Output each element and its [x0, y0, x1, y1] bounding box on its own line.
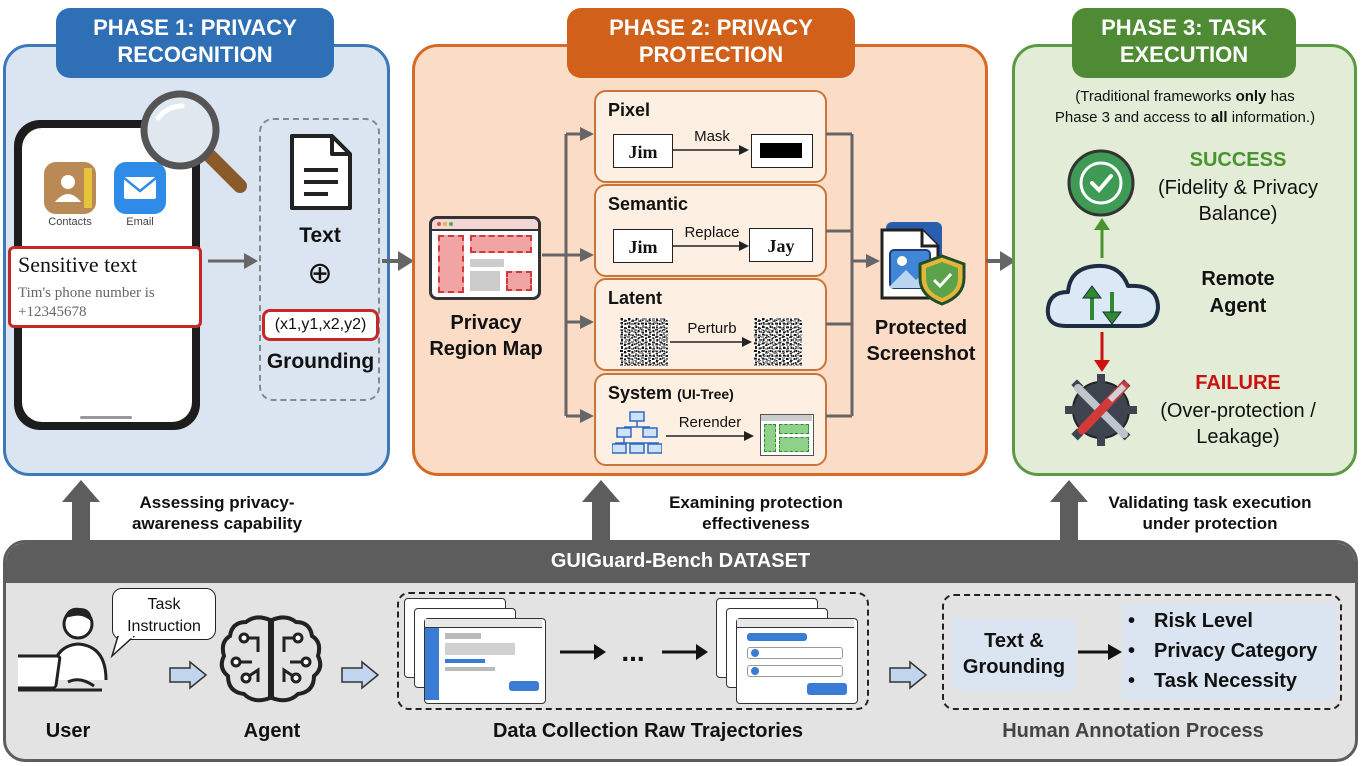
annotation-label: Human Annotation Process — [1002, 720, 1264, 742]
success-title: SUCCESS — [1189, 149, 1287, 171]
sensitive-title: Sensitive text — [18, 252, 138, 277]
pixel-action-arrow — [673, 145, 749, 155]
up-arrow-phase2 — [582, 480, 620, 546]
branch-connector-right — [826, 132, 880, 418]
annotation-item-risk-level: Risk Level — [1128, 606, 1336, 636]
annotation-item-task-necessity: Task Necessity — [1128, 666, 1336, 696]
phase1-tab: PHASE 1: PRIVACY RECOGNITION — [56, 8, 334, 78]
bubble-tail — [110, 636, 136, 658]
arrow-phone-to-grounding — [208, 253, 258, 269]
annotation-item-privacy-category: Privacy Category — [1128, 636, 1336, 666]
agent-label: Agent — [243, 720, 301, 742]
failure-tools-icon — [1065, 374, 1137, 446]
trajectory-stack-first — [404, 598, 554, 706]
up-arrow-phase1 — [62, 480, 100, 546]
success-desc: (Fidelity & Privacy Balance) — [1157, 177, 1319, 225]
failure-desc: (Over-protection / Leakage) — [1160, 400, 1316, 448]
system-action-arrow — [666, 431, 754, 441]
protected-screenshot-icon — [880, 222, 966, 306]
arrow-up-success — [1094, 218, 1110, 258]
arrow-agent-to-collection — [341, 660, 380, 690]
user-label: User — [45, 720, 91, 742]
arrow-stack-to-ellipsis — [560, 644, 606, 660]
arrow-ellipsis-to-stack — [662, 644, 708, 660]
contacts-app-label: Contacts — [48, 216, 92, 228]
traditional-frameworks-note: (Traditional frameworks only has Phase 3… — [1054, 88, 1316, 126]
failure-title: FAILURE — [1195, 372, 1281, 394]
dataset-title: GUIGuard-Bench DATASET — [550, 550, 811, 572]
method-semantic-name: Semantic — [608, 194, 689, 214]
arrow-phase1-to-phase2 — [382, 251, 414, 271]
user-at-laptop-icon — [18, 607, 108, 692]
semantic-action-label: Replace — [684, 224, 740, 241]
semantic-output-name: Jay — [749, 228, 813, 262]
method-pixel-name: Pixel — [608, 100, 651, 120]
phone-home-bar — [80, 416, 132, 419]
branch-connector-left — [542, 127, 594, 423]
phase2-tab: PHASE 2: PRIVACY PROTECTION — [567, 8, 855, 78]
magnifier-icon — [140, 90, 247, 193]
up-arrow-phase3 — [1050, 480, 1088, 546]
arrow-collection-to-annotation — [889, 660, 928, 690]
coords-box: (x1,y1,x2,y2) — [262, 309, 379, 341]
semantic-action-arrow — [673, 241, 749, 251]
annotation-items-box: Risk Level Privacy Category Task Necessi… — [1122, 604, 1336, 700]
remote-agent-label: Remote Agent — [1201, 268, 1275, 317]
protected-screenshot-label: Protected Screenshot — [866, 317, 976, 365]
phase3-tab: PHASE 3: TASK EXECUTION — [1072, 8, 1296, 78]
trajectory-stack-last — [716, 598, 866, 706]
task-instruction-bubble — [112, 588, 216, 640]
arrow-user-to-agent — [169, 660, 208, 690]
method-system-name: System (UI-Tree) — [608, 383, 734, 403]
system-action-label: Rerender — [678, 414, 742, 431]
pixel-masked-output — [751, 134, 813, 168]
email-app-label: Email — [126, 216, 154, 228]
caption-phase1: Assessing privacy- awareness capability — [131, 493, 303, 533]
arrow-down-failure — [1094, 332, 1110, 372]
plus-symbol: ⊕ — [307, 257, 333, 290]
annotation-box — [942, 594, 1342, 710]
cloud-sync-icon — [1045, 263, 1160, 328]
email-app-icon — [114, 162, 166, 214]
latent-action-label: Perturb — [687, 320, 737, 337]
sensitive-text-card — [8, 246, 202, 328]
success-check-icon — [1067, 149, 1135, 217]
semantic-input-name: Jim — [613, 229, 673, 263]
privacy-region-map-icon — [429, 216, 541, 300]
arrow-phase2-to-phase3 — [986, 251, 1016, 271]
method-latent-name: Latent — [608, 288, 662, 308]
pixel-action-label: Mask — [694, 128, 730, 145]
contacts-app-icon — [44, 162, 96, 214]
privacy-region-map-label: Privacy Region Map — [429, 312, 543, 360]
trajectory-ellipsis: ... — [621, 636, 645, 667]
data-collection-label: Data Collection Raw Trajectories — [492, 720, 804, 742]
dataset-header-bar — [6, 543, 1355, 583]
latent-action-arrow — [670, 337, 752, 347]
caption-phase3: Validating task execution under protecti… — [1108, 493, 1312, 533]
document-icon — [290, 134, 352, 210]
arrow-grounding-to-items — [1078, 644, 1122, 660]
grounding-label: Grounding — [266, 350, 375, 373]
sensitive-body: Tim's phone number is +12345678 — [18, 285, 155, 320]
method-system-suffix: (UI-Tree) — [677, 386, 734, 402]
text-label: Text — [299, 224, 341, 247]
latent-noise-output — [754, 318, 802, 366]
rerendered-ui-output — [760, 414, 814, 456]
pixel-input-name: Jim — [613, 134, 673, 168]
text-grounding-box — [259, 118, 380, 401]
text-grounding-annotation: Text & Grounding — [952, 618, 1076, 690]
latent-noise-input — [620, 318, 668, 366]
task-instruction-text: Task Instruction — [127, 596, 201, 635]
data-collection-box — [397, 592, 869, 710]
caption-phase2: Examining protection effectiveness — [669, 493, 843, 533]
agent-brain-icon — [219, 615, 323, 703]
ui-tree-icon — [612, 411, 662, 454]
